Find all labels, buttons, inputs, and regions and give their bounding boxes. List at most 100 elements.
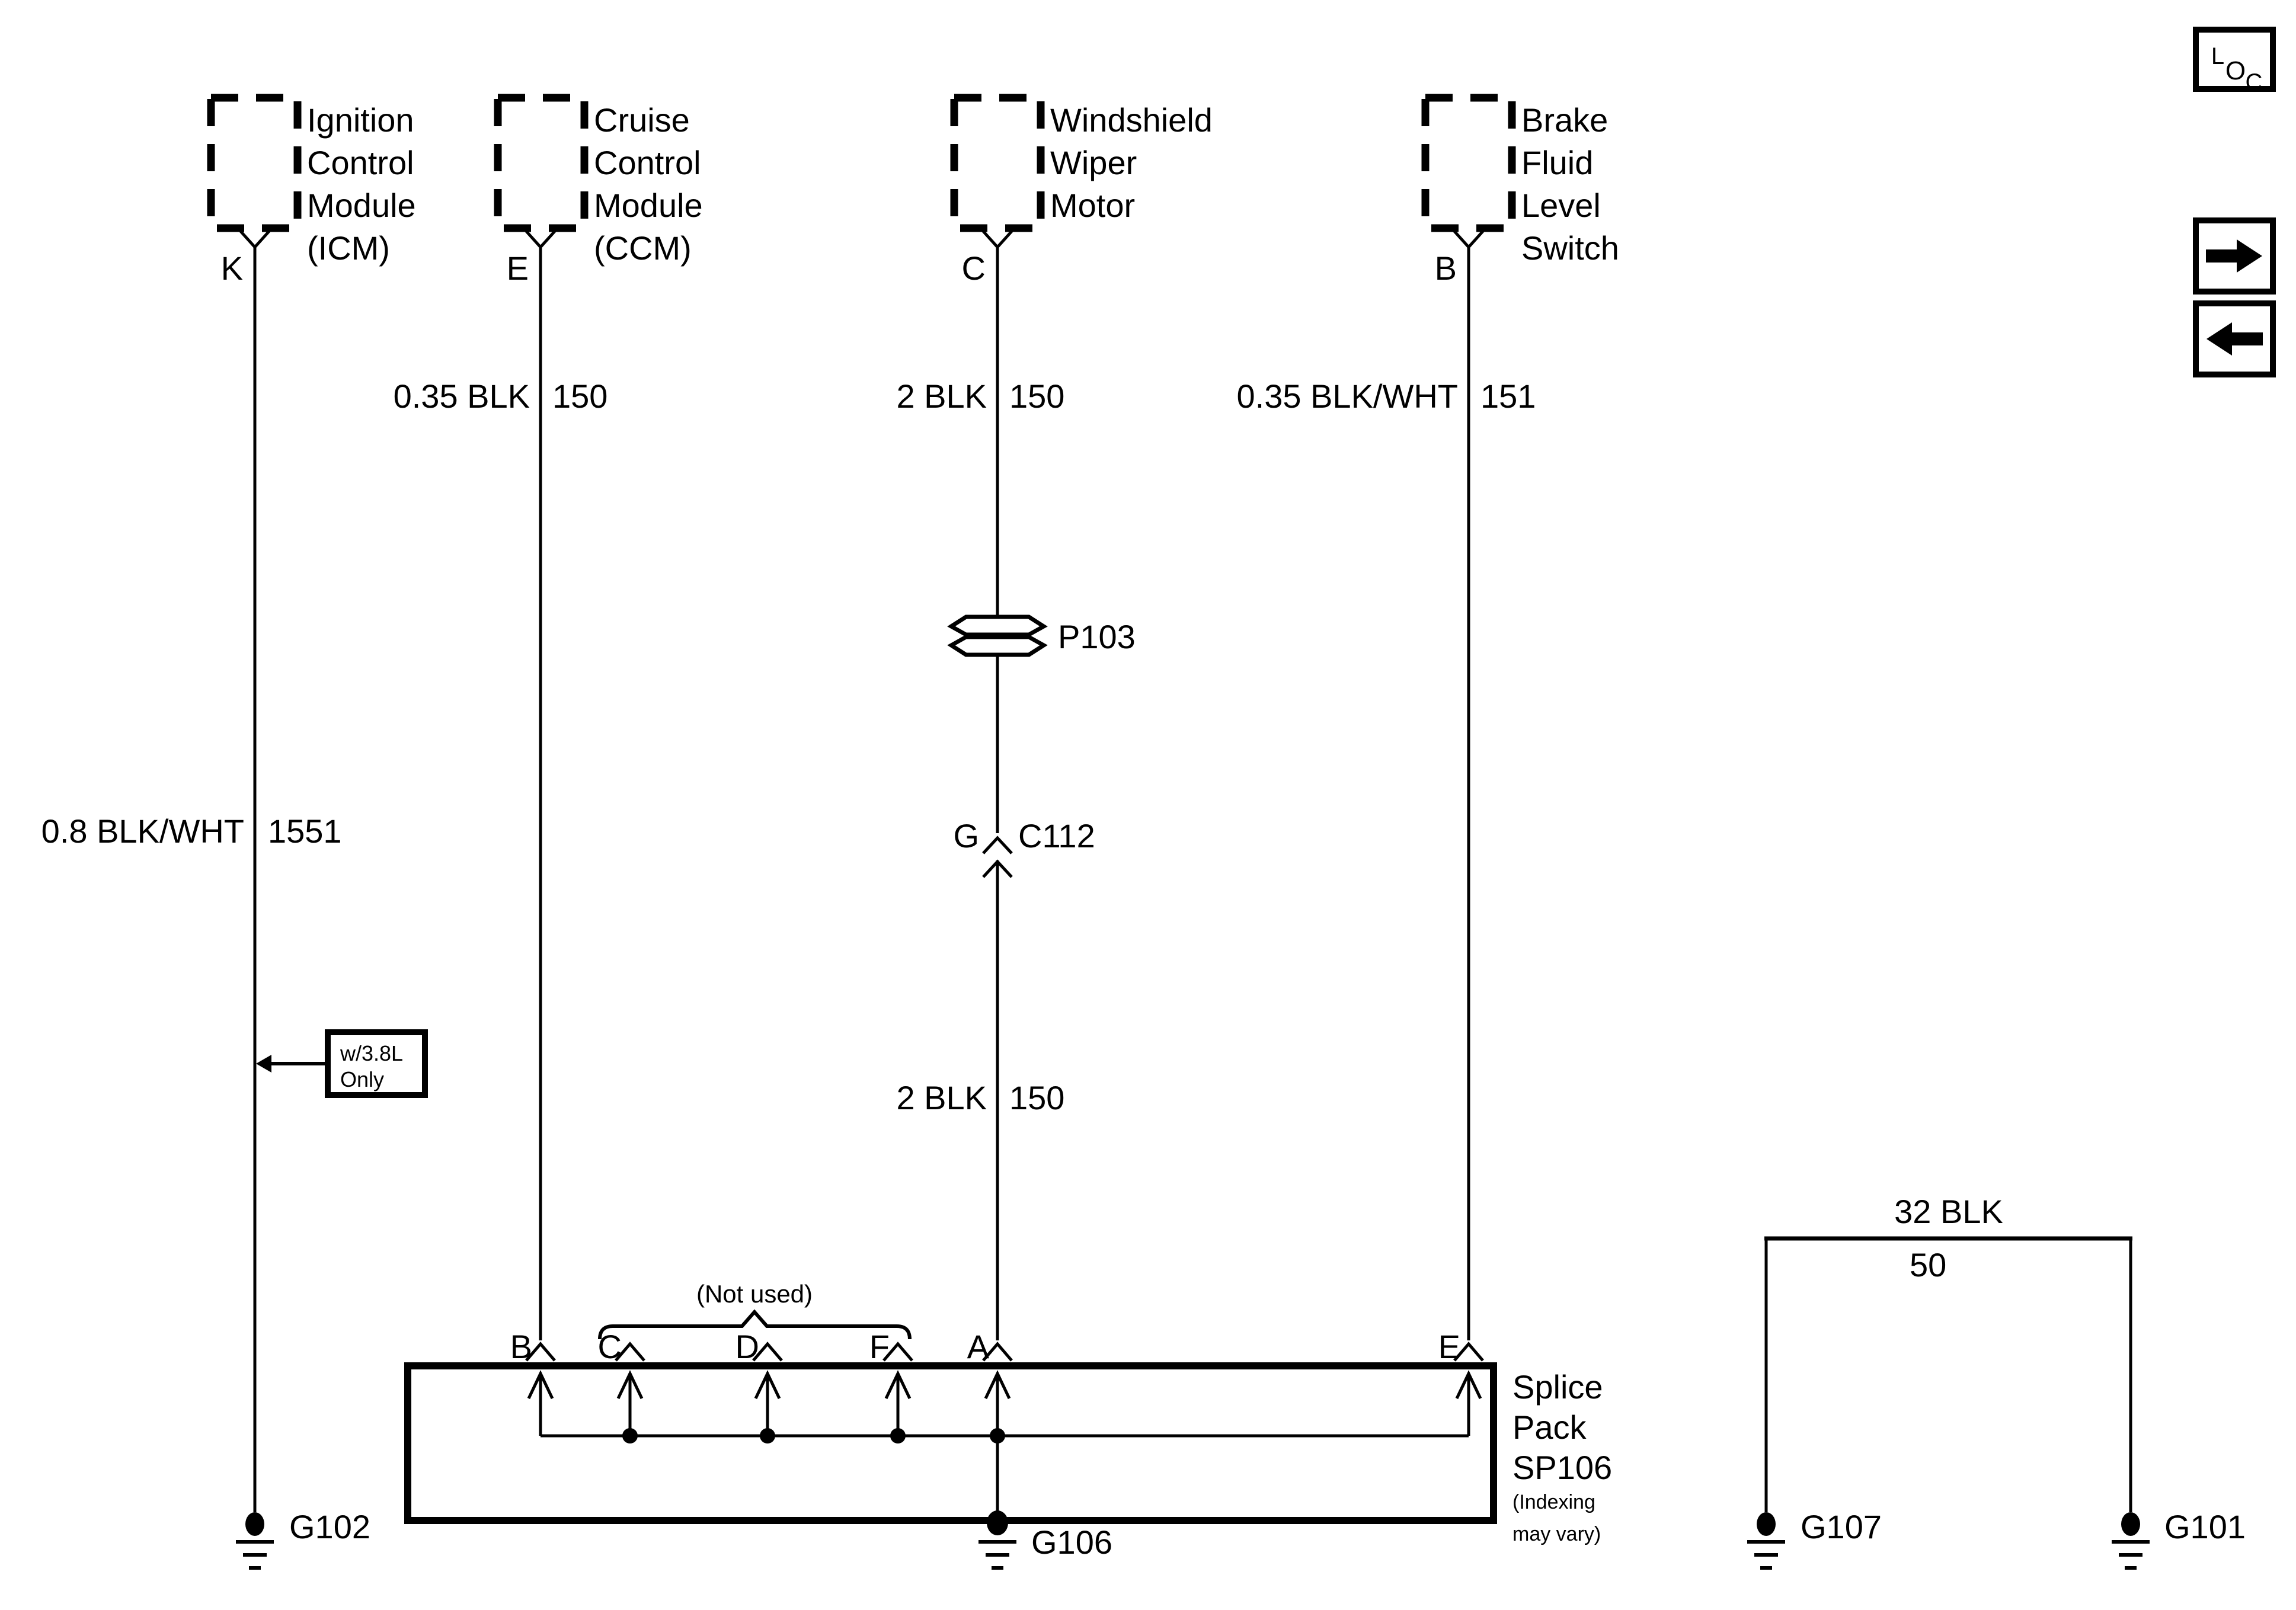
icm-label: Control [307, 144, 414, 181]
wiper-label: Windshield [1050, 101, 1213, 139]
splice-pack-note: (Indexing [1512, 1491, 1595, 1513]
splice-pack-label: Pack [1512, 1409, 1587, 1446]
note-text: w/3.8L [340, 1041, 403, 1065]
loc-letter: C [2246, 69, 2263, 95]
pass-through-grommet-icon [947, 635, 1048, 657]
component-wiper-motor: C Windshield Wiper Motor [950, 94, 1213, 287]
wire-label: 0.35 BLK/WHT [1237, 377, 1458, 415]
arrow-left-icon [2207, 322, 2263, 356]
ground-g102: G102 [236, 1508, 370, 1570]
ground-icon [1757, 1512, 1776, 1536]
ground-icon [2121, 1512, 2140, 1536]
splice-pin-label: C [598, 1328, 622, 1365]
ground-label: G102 [289, 1508, 370, 1545]
note-w38l: w/3.8L Only [256, 1029, 428, 1098]
ground-label: G106 [1031, 1523, 1112, 1561]
connector-chevron-icon [982, 1342, 1013, 1362]
wire-label: 2 BLK [896, 1079, 987, 1116]
brake-pin-label: B [1435, 249, 1457, 287]
brace-icon [598, 1309, 912, 1340]
nav-forward-box[interactable] [2193, 217, 2276, 295]
ground-icon [987, 1510, 1008, 1535]
connector-chevron-icon [882, 1342, 913, 1362]
connector-chevron-icon [525, 1342, 556, 1362]
splice-pin-label: F [869, 1328, 890, 1365]
icm-label: Ignition [307, 101, 414, 139]
nav-back-button[interactable] [2193, 300, 2276, 377]
wire-label: 2 BLK [896, 377, 987, 415]
splice-internal-terminals [527, 1370, 1482, 1521]
ccm-box [494, 94, 589, 232]
ground-label: G107 [1801, 1508, 1882, 1545]
grommet-p103: P103 [947, 614, 1136, 657]
component-ccm: E Cruise Control Module (CCM) [494, 94, 703, 287]
wiper-pin-label: C [962, 249, 986, 287]
wire-label: 0.35 BLK [394, 377, 530, 415]
junction-dot-icon [760, 1428, 775, 1443]
wiper-label: Motor [1050, 187, 1135, 224]
bridge-g107-g101: 32 BLK 50 [1764, 1193, 2132, 1512]
arrow-right-icon [2206, 239, 2262, 273]
loc-box[interactable] [2193, 27, 2276, 92]
component-brake-fluid-switch: B Brake Fluid Level Switch [1421, 94, 1619, 287]
wire-circuit: 151 [1480, 377, 1536, 415]
wire-circuit: 1551 [268, 812, 342, 850]
connector-label: C112 [1018, 817, 1095, 854]
brake-box [1421, 94, 1516, 232]
splice-pack-note: may vary) [1512, 1523, 1601, 1545]
wire-label: 0.8 BLK/WHT [41, 812, 244, 850]
ccm-label: Control [594, 144, 701, 181]
wire-circuit: 150 [552, 377, 607, 415]
ground-g107: G107 [1747, 1508, 1882, 1570]
wiper-box [950, 94, 1045, 232]
splice-pin-label: A [967, 1328, 990, 1365]
loc-button[interactable]: L O C [2193, 27, 2276, 95]
junction-dot-icon [990, 1428, 1005, 1443]
connector-pin-label: G [953, 817, 979, 854]
wire-circuit: 150 [1009, 377, 1064, 415]
wire-circuit: 50 [1910, 1246, 1946, 1283]
splice-pin-label: E [1438, 1328, 1460, 1365]
grommet-label: P103 [1058, 618, 1136, 655]
note-text: Only [340, 1067, 384, 1092]
ground-g101: G101 [2112, 1508, 2246, 1570]
nav-forward-button[interactable] [2193, 217, 2276, 295]
splice-pack-label: Splice [1512, 1368, 1603, 1406]
junction-dot-icon [622, 1428, 638, 1443]
icm-label: (ICM) [307, 229, 390, 267]
splice-pin-label: D [736, 1328, 759, 1365]
splice-pack-sp106: B C D F A E Splice Pack SP1 [404, 1328, 1612, 1545]
loc-letter: O [2225, 56, 2246, 85]
splice-pack-label: SP106 [1512, 1449, 1612, 1486]
ground-icon [245, 1512, 264, 1536]
icm-label: Module [307, 187, 416, 224]
brake-label: Switch [1521, 229, 1619, 267]
arrow-left-icon [256, 1055, 271, 1073]
brake-label: Level [1521, 187, 1601, 224]
brake-label: Fluid [1521, 144, 1593, 181]
connector-c112: G C112 [953, 817, 1095, 878]
wiper-label: Wiper [1050, 144, 1137, 181]
brake-label: Brake [1521, 101, 1608, 139]
component-icm: K Ignition Control Module (ICM) [207, 94, 416, 287]
not-used-bracket: (Not used) [598, 1280, 912, 1340]
connector-chevron-icon [615, 1342, 645, 1362]
splice-pack-box [404, 1362, 1497, 1524]
loc-letter: L [2211, 43, 2224, 69]
ccm-label: Cruise [594, 101, 690, 139]
ccm-label: (CCM) [594, 229, 692, 267]
ground-g106: G106 [978, 1510, 1112, 1570]
connector-chevron-icon [752, 1342, 783, 1362]
connector-chevron-icon [982, 836, 1013, 854]
nav-back-box[interactable] [2193, 300, 2276, 377]
pass-through-grommet-icon [947, 614, 1048, 637]
ground-label: G101 [2164, 1508, 2246, 1545]
ccm-pin-label: E [507, 249, 529, 287]
splice-pin-label: B [510, 1328, 532, 1365]
wire-circuit: 150 [1009, 1079, 1064, 1116]
connector-chevron-icon [982, 859, 1013, 878]
icm-pin-label: K [221, 249, 243, 287]
junction-dot-icon [890, 1428, 906, 1443]
